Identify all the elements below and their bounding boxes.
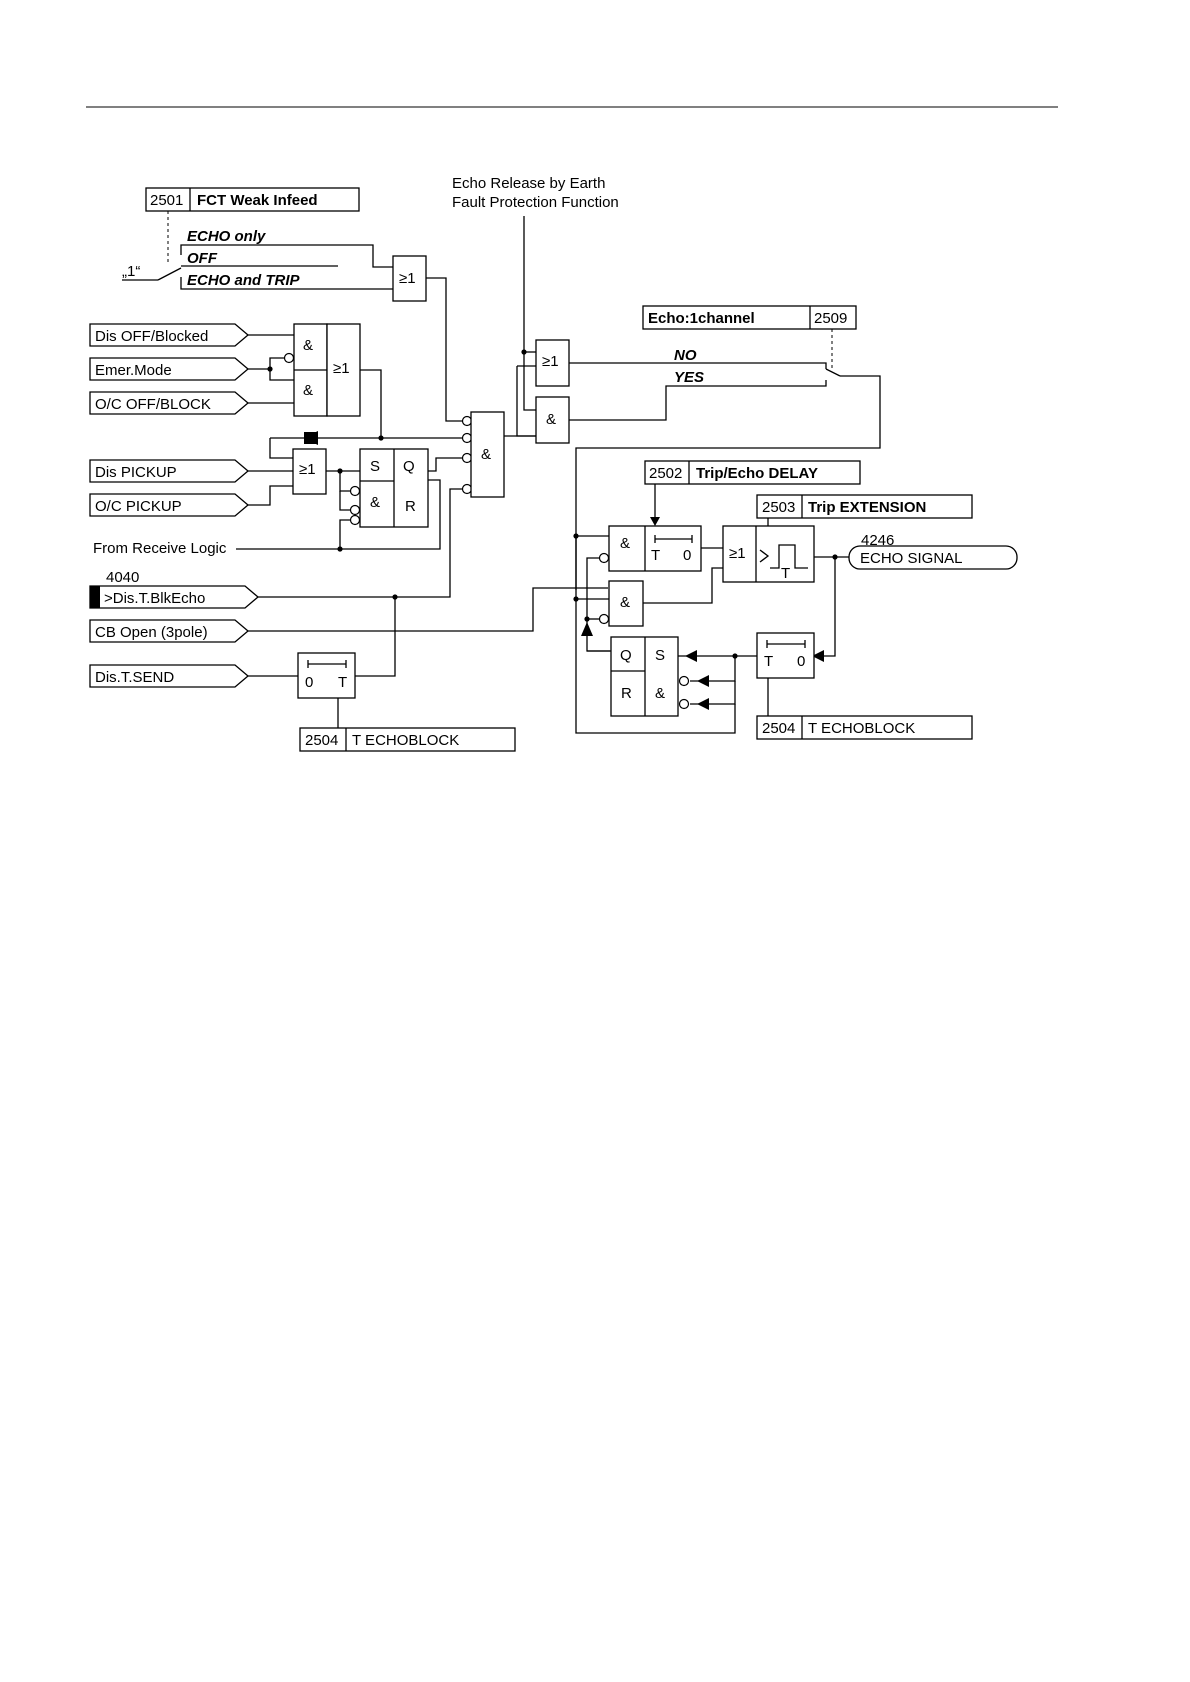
svg-text:&: & bbox=[481, 446, 491, 463]
and-or-block-enable: & & ≥1 bbox=[293, 323, 361, 417]
svg-text:Emer.Mode: Emer.Mode bbox=[95, 362, 172, 379]
svg-text:≥1: ≥1 bbox=[399, 270, 416, 287]
wire-or1-out bbox=[426, 277, 470, 422]
input-emer-mode: Emer.Mode bbox=[89, 357, 250, 381]
param-2504-left-number: 2504 bbox=[305, 732, 338, 749]
svg-text:&: & bbox=[370, 494, 380, 511]
wire-block-out bbox=[360, 369, 382, 438]
svg-text:≥1: ≥1 bbox=[729, 545, 746, 562]
or-gate-echo-release: ≥1 bbox=[535, 339, 570, 387]
svg-text:&: & bbox=[620, 594, 630, 611]
or-pulse-extension: ≥1 T bbox=[722, 525, 815, 583]
svg-text:&: & bbox=[655, 685, 665, 702]
svg-text:Dis.T.SEND: Dis.T.SEND bbox=[95, 669, 174, 686]
input-dis-off-blocked: Dis OFF/Blocked bbox=[89, 323, 250, 347]
param-2504-right-label: T ECHOBLOCK bbox=[808, 720, 915, 737]
svg-text:T: T bbox=[651, 547, 660, 564]
qs-flipflop-echo-block: Q S R & bbox=[610, 636, 679, 717]
timer-echoblock-right: T 0 bbox=[756, 632, 815, 679]
param-2509-box: Echo:1channel 2509 bbox=[642, 305, 857, 330]
output-echo-signal: ECHO SIGNAL bbox=[848, 545, 1018, 570]
earth-fault-label-1: Echo Release by Earth bbox=[452, 175, 605, 192]
option-off: OFF bbox=[187, 250, 218, 267]
option-yes: YES bbox=[674, 369, 704, 386]
option-echo-only: ECHO only bbox=[187, 228, 266, 245]
svg-text:>Dis.T.BlkEcho: >Dis.T.BlkEcho bbox=[104, 590, 205, 607]
svg-text:S: S bbox=[370, 458, 380, 475]
svg-text:ECHO SIGNAL: ECHO SIGNAL bbox=[860, 550, 963, 567]
svg-text:0: 0 bbox=[305, 674, 313, 691]
svg-text:R: R bbox=[621, 685, 632, 702]
param-2503-label: Trip EXTENSION bbox=[808, 499, 926, 516]
svg-text:≥1: ≥1 bbox=[333, 360, 350, 377]
svg-text:&: & bbox=[546, 411, 556, 428]
input-oc-pickup: O/C PICKUP bbox=[89, 493, 250, 517]
svg-text:Q: Q bbox=[403, 458, 415, 475]
svg-text:T: T bbox=[781, 565, 790, 582]
svg-text:Dis PICKUP: Dis PICKUP bbox=[95, 464, 177, 481]
input-blk-echo: >Dis.T.BlkEcho bbox=[89, 585, 260, 609]
and-gate-main: & bbox=[470, 411, 505, 498]
param-2503-box: 2503 Trip EXTENSION bbox=[756, 494, 973, 519]
input-from-receive-logic: From Receive Logic bbox=[93, 540, 227, 557]
param-2501-box: 2501 FCT Weak Infeed bbox=[145, 187, 360, 212]
input-dis-t-send: Dis.T.SEND bbox=[89, 664, 250, 688]
param-2502-number: 2502 bbox=[649, 465, 682, 482]
input-dis-pickup: Dis PICKUP bbox=[89, 459, 250, 483]
svg-text:Dis OFF/Blocked: Dis OFF/Blocked bbox=[95, 328, 208, 345]
svg-text:&: & bbox=[620, 535, 630, 552]
option-echo-and-trip: ECHO and TRIP bbox=[187, 272, 301, 289]
svg-text:&: & bbox=[303, 337, 313, 354]
or-gate-pickup: ≥1 bbox=[292, 448, 327, 495]
wire-earth-fault bbox=[523, 216, 536, 411]
svg-text:T: T bbox=[764, 653, 773, 670]
svg-text:0: 0 bbox=[797, 653, 805, 670]
svg-text:&: & bbox=[303, 382, 313, 399]
param-2509-number: 2509 bbox=[814, 310, 847, 327]
svg-text:Q: Q bbox=[620, 647, 632, 664]
and-gate-echo-block: & bbox=[608, 580, 644, 627]
svg-text:0: 0 bbox=[683, 547, 691, 564]
svg-text:CB Open (3pole): CB Open (3pole) bbox=[95, 624, 208, 641]
svg-text:T: T bbox=[338, 674, 347, 691]
or-gate-weak-infeed: ≥1 bbox=[392, 255, 427, 302]
input-blk-echo-number: 4040 bbox=[106, 569, 139, 586]
param-2504-right-number: 2504 bbox=[762, 720, 795, 737]
svg-text:≥1: ≥1 bbox=[542, 353, 559, 370]
param-2503-number: 2503 bbox=[762, 499, 795, 516]
and-gate-echo-release: & bbox=[535, 396, 570, 444]
option-no: NO bbox=[674, 347, 697, 364]
constant-one-label: „1“ bbox=[122, 263, 140, 280]
output-echo-signal-number: 4246 bbox=[861, 532, 894, 549]
sr-flipflop-pickup: S Q & R bbox=[359, 448, 429, 528]
input-cb-open: CB Open (3pole) bbox=[89, 619, 250, 643]
input-oc-off-block: O/C OFF/BLOCK bbox=[89, 391, 250, 415]
param-2504-left-label: T ECHOBLOCK bbox=[352, 732, 459, 749]
wire-or2-and3-merge bbox=[516, 366, 536, 437]
svg-text:S: S bbox=[655, 647, 665, 664]
and-delay-timer: & T 0 bbox=[608, 525, 702, 572]
param-2504-left-box: 2504 T ECHOBLOCK bbox=[299, 727, 516, 752]
param-2501-number: 2501 bbox=[150, 192, 183, 209]
weak-infeed-selector-switch bbox=[122, 244, 393, 290]
param-2502-label: Trip/Echo DELAY bbox=[696, 465, 818, 482]
earth-fault-label-2: Fault Protection Function bbox=[452, 194, 619, 211]
timer-echoblock-left: 0 T bbox=[297, 652, 356, 699]
param-2504-right-box: 2504 T ECHOBLOCK bbox=[756, 715, 973, 740]
svg-text:≥1: ≥1 bbox=[299, 461, 316, 478]
svg-text:R: R bbox=[405, 498, 416, 515]
param-2502-box: 2502 Trip/Echo DELAY bbox=[644, 460, 861, 485]
svg-text:O/C PICKUP: O/C PICKUP bbox=[95, 498, 182, 515]
param-2509-label: Echo:1channel bbox=[648, 310, 755, 327]
svg-text:O/C OFF/BLOCK: O/C OFF/BLOCK bbox=[95, 396, 211, 413]
param-2501-label: FCT Weak Infeed bbox=[197, 192, 318, 209]
